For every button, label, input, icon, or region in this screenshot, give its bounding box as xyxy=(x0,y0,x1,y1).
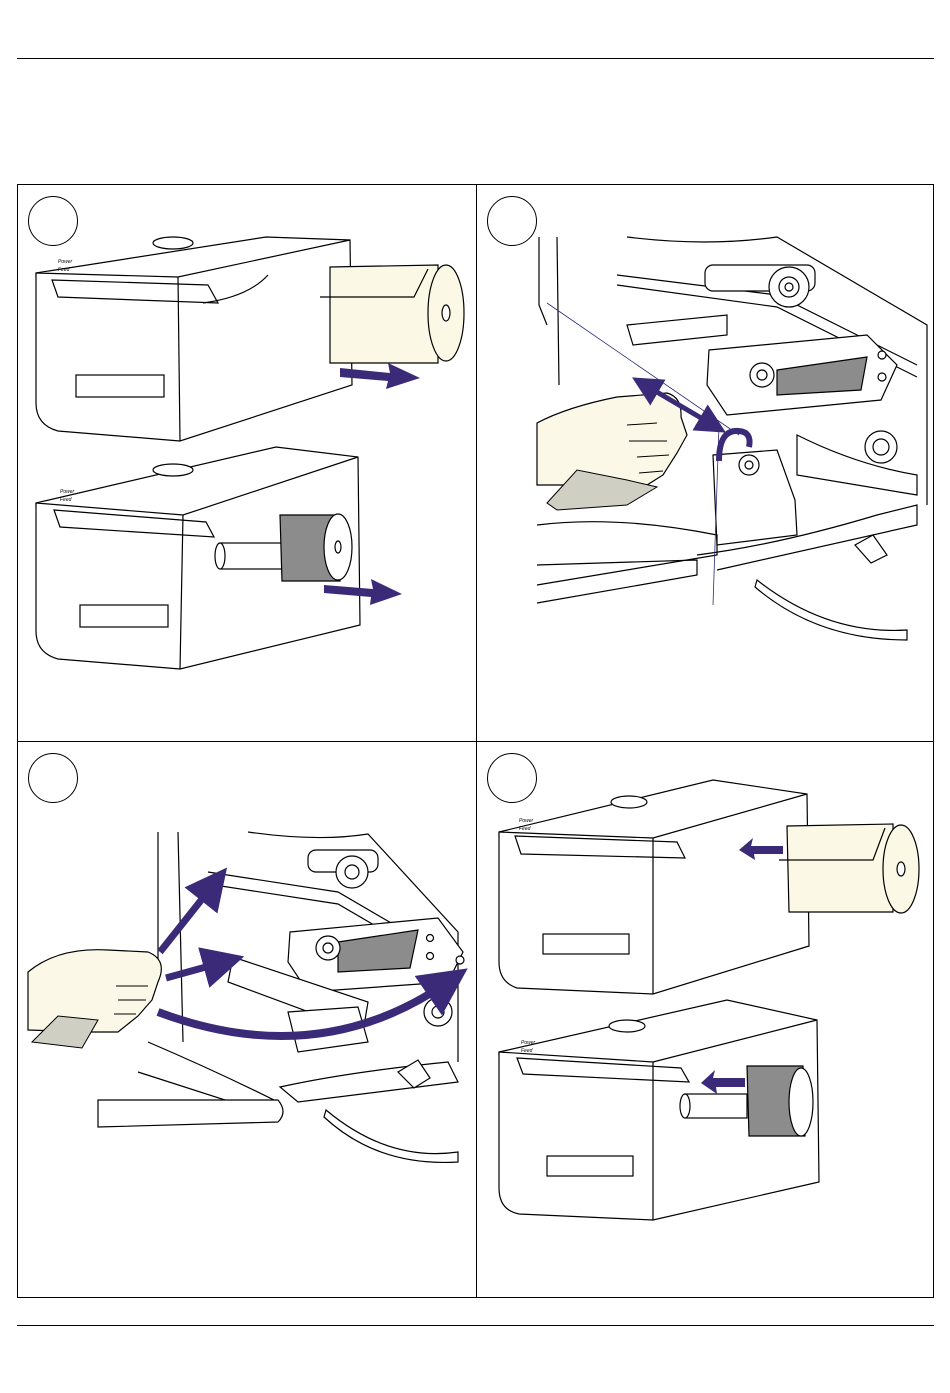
feed-label-bottom: Feed xyxy=(60,497,72,503)
media-roll xyxy=(320,265,464,363)
panel-clean-printhead xyxy=(477,185,933,740)
panel-2-illustration xyxy=(477,185,933,740)
right-arrow-icon xyxy=(166,962,224,978)
feed-label-top: Feed xyxy=(58,267,70,273)
power-label-top: Power xyxy=(519,818,534,824)
power-label-top: Power xyxy=(58,259,73,265)
feed-label-top: Feed xyxy=(519,826,531,832)
media-roll xyxy=(779,824,919,913)
feed-label-bottom: Feed xyxy=(521,1048,533,1054)
bottom-rule xyxy=(17,1325,934,1326)
panel-4-illustration: Power Feed Power Feed xyxy=(477,742,933,1297)
panel-3-illustration xyxy=(18,742,475,1297)
panel-1-illustration: Power Feed Power Feed xyxy=(18,185,475,740)
hand xyxy=(537,393,687,485)
printer-top xyxy=(36,237,352,441)
right-arrow-icon xyxy=(160,884,214,952)
panel-remove-rolls: Power Feed Power Feed xyxy=(18,185,475,740)
power-label-bottom: Power xyxy=(521,1040,536,1046)
panel-reinstall-rolls: Power Feed Power Feed xyxy=(477,742,933,1297)
panel-clean-rollers xyxy=(18,742,475,1297)
power-label-bottom: Power xyxy=(60,489,75,495)
printer-top xyxy=(499,780,809,994)
top-rule xyxy=(17,58,934,59)
